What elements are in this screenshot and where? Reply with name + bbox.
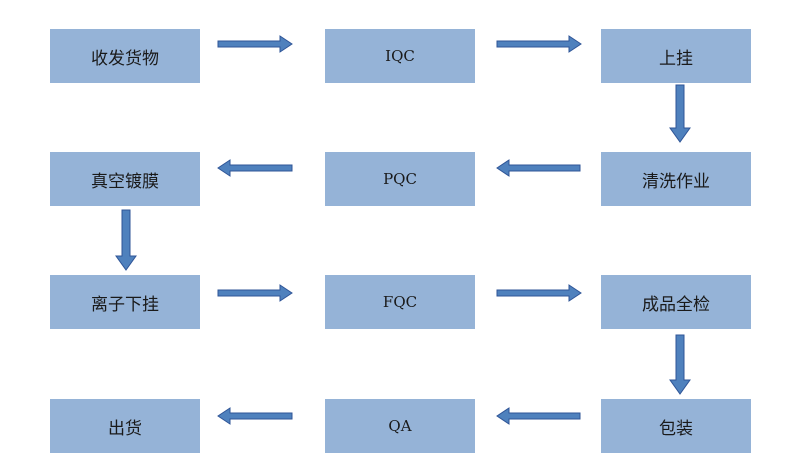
arrow-down	[669, 84, 691, 143]
step-hang-up: 上挂	[601, 29, 751, 83]
arrow-left	[496, 159, 581, 177]
step-vacuum-coating: 真空镀膜	[50, 152, 200, 206]
arrow-right	[496, 284, 582, 302]
arrow-left	[217, 407, 293, 425]
step-ion-unhang: 离子下挂	[50, 275, 200, 329]
arrow-left	[496, 407, 581, 425]
step-cleaning: 清洗作业	[601, 152, 751, 206]
step-full-inspection: 成品全检	[601, 275, 751, 329]
step-fqc: FQC	[325, 275, 475, 329]
step-packaging: 包装	[601, 399, 751, 453]
arrow-right	[217, 284, 293, 302]
step-iqc: IQC	[325, 29, 475, 83]
arrow-right	[217, 35, 293, 53]
arrow-right	[496, 35, 582, 53]
arrow-left	[217, 159, 293, 177]
step-shipping: 出货	[50, 399, 200, 453]
step-pqc: PQC	[325, 152, 475, 206]
arrow-down	[669, 334, 691, 395]
step-receive-goods: 收发货物	[50, 29, 200, 83]
arrow-down	[115, 209, 137, 271]
step-qa: QA	[325, 399, 475, 453]
